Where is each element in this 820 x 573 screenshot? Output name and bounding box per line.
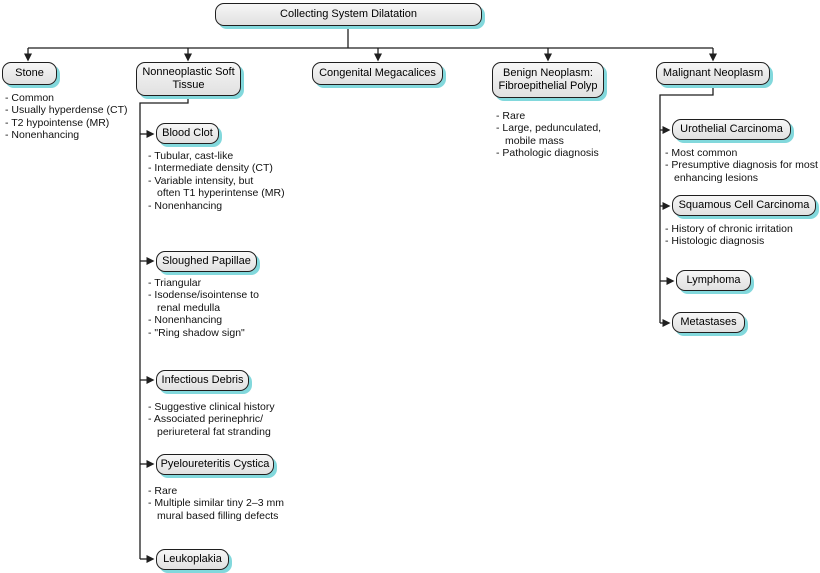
node-pyeloureteritis-cystica: Pyeloureteritis Cystica [156,454,274,475]
bullets-infectious-debris: Suggestive clinical historyAssociated pe… [148,401,275,438]
bullets-stone: CommonUsually hyperdense (CT)T2 hypointe… [5,92,128,142]
bullet-item: Usually hyperdense (CT) [5,104,127,116]
bullets-urothelial-carcinoma: Most commonPresumptive diagnosis for mos… [665,147,818,184]
bullet-item: Suggestive clinical history [148,401,274,413]
bullet-item: Pathologic diagnosis [496,147,601,159]
bullet-item: Tubular, cast-like [148,150,285,162]
node-collecting-system-dilatation: Collecting System Dilatation [215,3,482,26]
bullet-item: Rare [148,485,284,497]
bullet-item: Intermediate density (CT) [148,162,285,174]
bullet-item: Large, pedunculated, mobile mass [496,122,601,147]
bullet-item: Histologic diagnosis [665,235,793,247]
bullet-item: Variable intensity, but often T1 hyperin… [148,175,284,200]
node-infectious-debris: Infectious Debris [156,370,249,391]
bullet-item: Presumptive diagnosis for most enhancing… [665,159,817,184]
node-leukoplakia: Leukoplakia [156,549,229,570]
bullet-item: "Ring shadow sign" [148,327,259,339]
node-urothelial-carcinoma: Urothelial Carcinoma [672,119,791,140]
node-squamous-cell-carcinoma: Squamous Cell Carcinoma [672,195,816,216]
bullet-item: Rare [496,110,601,122]
bullets-squamous-cell-carcinoma: History of chronic irritationHistologic … [665,223,793,248]
node-malignant-neoplasm: Malignant Neoplasm [656,62,770,85]
node-nonneoplastic-soft-tissue: Nonneoplastic Soft Tissue [136,62,241,96]
bullet-item: Triangular [148,277,259,289]
bullet-item: History of chronic irritation [665,223,792,235]
node-benign-neoplasm-fibroepithelial-polyp: Benign Neoplasm: Fibroepithelial Polyp [492,62,604,98]
node-blood-clot: Blood Clot [156,123,219,144]
bullet-item: Nonenhancing [5,129,128,141]
bullets-sloughed-papillae: TriangularIsodense/isointense to renal m… [148,277,259,339]
bullet-item: Common [5,92,128,104]
bullet-item: Associated perinephric/ periureteral fat… [148,413,275,438]
node-metastases: Metastases [672,312,745,333]
bullet-item: Isodense/isointense to renal medulla [148,289,259,314]
bullets-pyeloureteritis-cystica: RareMultiple similar tiny 2–3 mm mural b… [148,485,284,522]
bullet-item: Multiple similar tiny 2–3 mm mural based… [148,497,284,522]
node-congenital-megacalices: Congenital Megacalices [312,62,443,85]
bullet-item: T2 hypointense (MR) [5,117,128,129]
bullet-item: Nonenhancing [148,200,285,212]
bullets-benign-neoplasm: RareLarge, pedunculated, mobile massPath… [496,110,601,160]
node-lymphoma: Lymphoma [676,270,751,291]
bullet-item: Nonenhancing [148,314,259,326]
node-stone: Stone [2,62,57,85]
bullet-item: Most common [665,147,818,159]
bullets-blood-clot: Tubular, cast-likeIntermediate density (… [148,150,285,212]
node-sloughed-papillae: Sloughed Papillae [156,251,257,272]
